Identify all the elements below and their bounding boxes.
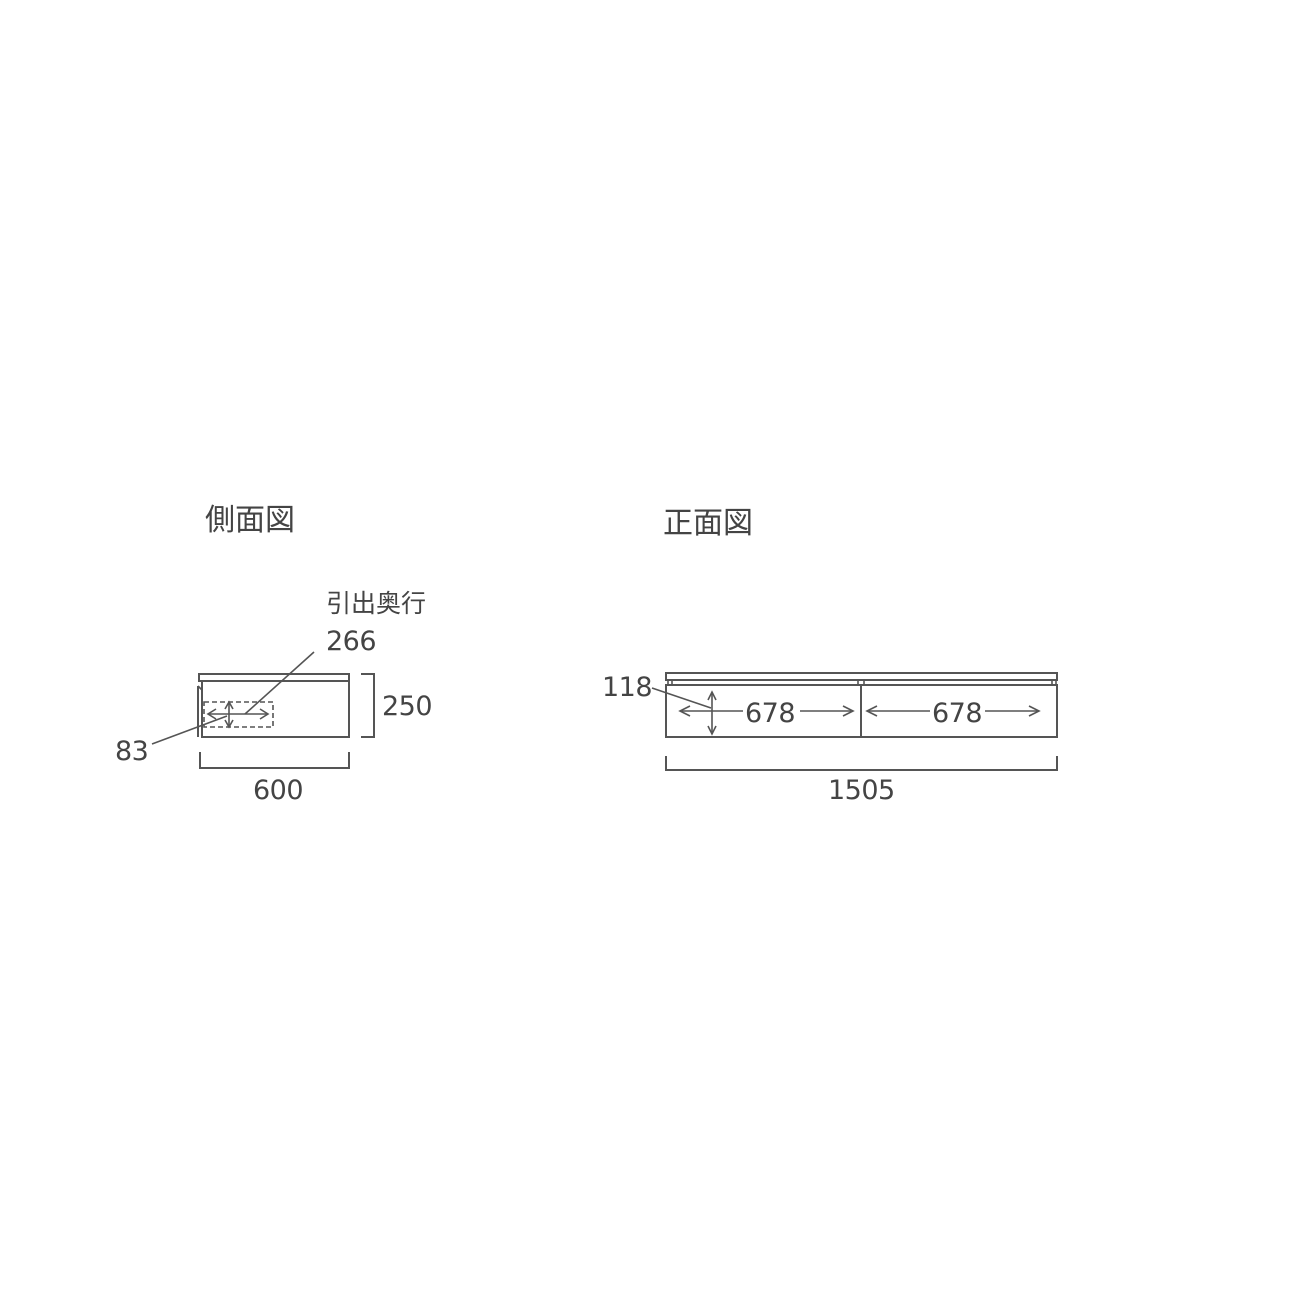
left-drawer-width-value: 678: [745, 698, 795, 729]
arrow-head-down-icon: [224, 719, 234, 729]
width-bracket: [199, 752, 350, 769]
leader-line-drawer-height: [151, 715, 228, 745]
side-drawer-dashed-outline: [203, 701, 274, 728]
drawer-height-value: 83: [115, 736, 148, 767]
arrow-head-up-icon: [224, 700, 234, 710]
arrow-head-up-icon: [707, 690, 717, 701]
height-value: 250: [382, 691, 432, 722]
arrow-head-left-icon: [206, 708, 217, 720]
front-view: 正面図 678 118 678 1505: [602, 506, 1058, 806]
side-top-board: [198, 673, 350, 682]
arrow-head-right-icon: [842, 705, 855, 717]
front-drawer-height-value: 118: [602, 672, 652, 703]
arrow-head-right-icon: [259, 708, 270, 720]
drawer-depth-value: 266: [326, 626, 376, 657]
arrow-head-down-icon: [707, 725, 717, 736]
arrow-head-right-icon: [1028, 705, 1041, 717]
total-width-bracket: [665, 756, 1058, 771]
side-view: 側面図 引出奥行 266 83 250 600: [115, 503, 433, 806]
width-value: 600: [253, 775, 303, 806]
drawer-depth-label: 引出奥行: [326, 589, 426, 618]
height-bracket: [361, 673, 375, 738]
arrow-head-left-icon: [678, 705, 691, 717]
right-drawer-width-value: 678: [932, 698, 982, 729]
front-top-board: [665, 672, 1058, 681]
side-body: [201, 680, 350, 738]
front-view-title: 正面図: [663, 506, 753, 541]
arrow-head-left-icon: [865, 705, 878, 717]
leader-line-118: [651, 687, 712, 709]
side-drawer-front-cap: [197, 685, 203, 691]
total-width-value: 1505: [828, 775, 895, 806]
leader-line-depth: [244, 651, 315, 715]
side-view-title: 側面図: [205, 503, 295, 538]
